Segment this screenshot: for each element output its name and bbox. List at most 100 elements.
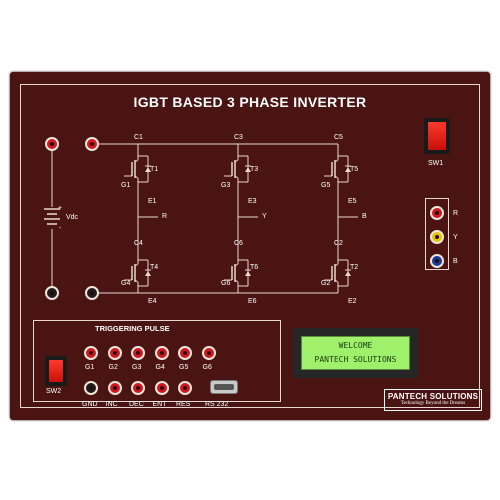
gate-pulse-label: G2 — [108, 364, 118, 371]
phase-label: Y — [262, 213, 267, 220]
gate-pulse-label: G1 — [85, 364, 95, 371]
gate-pulse-label: G4 — [155, 364, 165, 371]
ent-key[interactable] — [154, 381, 169, 395]
control-label: INC — [105, 401, 118, 408]
gate-pulse-label: G6 — [202, 364, 212, 371]
bus-positive-socket[interactable] — [85, 137, 99, 151]
igbt-collector — [234, 263, 239, 267]
gnd-socket[interactable] — [84, 381, 98, 395]
upper-transistor-label: T5 — [350, 166, 359, 173]
phase-label: R — [162, 213, 168, 220]
res-key[interactable] — [178, 381, 192, 395]
dec-key[interactable] — [131, 381, 145, 395]
brand-tagline: Technology Beyond the Dreams — [400, 401, 466, 406]
lcd-display: WELCOME PANTECH SOLUTIONS — [301, 336, 410, 370]
lower-gate-label: G4 — [121, 280, 131, 287]
gate-pulse-socket[interactable] — [154, 346, 169, 360]
output-y-label: Y — [453, 234, 458, 241]
gate-pulse-socket[interactable] — [84, 346, 98, 360]
supply-minus-label: - — [59, 225, 62, 232]
gate-pulse-socket[interactable] — [107, 346, 122, 360]
upper-gate-label: G3 — [221, 182, 231, 189]
gate-pulse-socket[interactable] — [178, 346, 192, 360]
upper-transistor-label: T1 — [150, 166, 159, 173]
diode-symbol — [145, 167, 151, 172]
igbt-emitter — [134, 279, 139, 283]
board-title: IGBT BASED 3 PHASE INVERTER — [133, 94, 367, 110]
gate-pulse-socket[interactable] — [201, 346, 216, 360]
upper-collector-label: C5 — [334, 134, 343, 141]
sw1-rocker — [428, 122, 446, 150]
lower-gate-label: G6 — [221, 280, 231, 287]
sw2-rocker — [49, 360, 63, 382]
igbt-emitter — [334, 175, 339, 179]
rs232-pins — [214, 384, 234, 390]
lower-transistor-label: T6 — [250, 264, 259, 271]
igbt-collector — [134, 263, 139, 267]
mid-emitter-label: E3 — [248, 198, 257, 205]
dc-positive-socket[interactable] — [45, 137, 59, 151]
triggering-panel — [33, 320, 281, 402]
control-label: ENT — [152, 401, 167, 408]
upper-collector-label: C1 — [134, 134, 143, 141]
igbt-emitter — [334, 279, 339, 283]
upper-gate-label: G1 — [121, 182, 131, 189]
upper-collector-label: C3 — [234, 134, 243, 141]
control-label: DEC — [129, 401, 144, 408]
brand-name: PANTECH SOLUTIONS — [387, 392, 479, 401]
lower-emitter-label: E4 — [148, 298, 157, 305]
igbt-collector — [234, 159, 239, 163]
mid-emitter-label: E1 — [148, 198, 157, 205]
sw2-switch[interactable] — [45, 356, 67, 386]
lower-transistor-label: T4 — [150, 264, 159, 271]
output-r-socket[interactable] — [430, 206, 444, 220]
igbt-emitter — [234, 279, 239, 283]
mid-emitter-label: E5 — [348, 198, 357, 205]
inc-key[interactable] — [107, 381, 122, 395]
igbt-collector — [134, 159, 139, 163]
lcd-line-2: PANTECH SOLUTIONS — [314, 355, 397, 364]
rs232-connector[interactable] — [210, 380, 238, 394]
lower-collector-label: C2 — [334, 240, 343, 247]
brand-logo: PANTECH SOLUTIONS Technology Beyond the … — [384, 389, 482, 411]
gate-pulse-label: G5 — [179, 364, 189, 371]
gate-pulse-socket[interactable] — [131, 346, 145, 360]
sw1-label: SW1 — [428, 160, 444, 167]
igbt-collector — [334, 263, 339, 267]
sw2-label: SW2 — [46, 388, 62, 395]
phase-label: B — [362, 213, 367, 220]
igbt-collector — [334, 159, 339, 163]
output-y-socket[interactable] — [430, 230, 444, 244]
igbt-emitter — [134, 175, 139, 179]
bus-negative-socket[interactable] — [85, 286, 99, 300]
output-panel — [425, 198, 449, 270]
lcd-line-1: WELCOME — [338, 341, 373, 350]
upper-gate-label: G5 — [321, 182, 331, 189]
output-b-label: B — [453, 258, 458, 265]
gate-pulse-label: G3 — [132, 364, 142, 371]
diode-symbol — [145, 271, 151, 276]
control-label: RES — [176, 401, 191, 408]
upper-transistor-label: T3 — [250, 166, 259, 173]
lower-emitter-label: E6 — [248, 298, 257, 305]
output-b-socket[interactable] — [430, 254, 444, 268]
control-label: GND — [82, 401, 98, 408]
dc-negative-socket[interactable] — [45, 286, 59, 300]
lower-transistor-label: T2 — [350, 264, 359, 271]
diode-symbol — [245, 271, 251, 276]
diode-symbol — [345, 271, 351, 276]
supply-plus-label: + — [58, 205, 63, 212]
output-r-label: R — [453, 210, 459, 217]
triggering-title: TRIGGERING PULSE — [95, 324, 170, 333]
lower-collector-label: C4 — [134, 240, 143, 247]
diode-symbol — [345, 167, 351, 172]
lower-emitter-label: E2 — [348, 298, 357, 305]
igbt-emitter — [234, 175, 239, 179]
supply-vdc-label: Vdc — [66, 214, 79, 221]
lower-collector-label: C6 — [234, 240, 243, 247]
rs232-label: RS 232 — [205, 401, 229, 408]
lower-gate-label: G2 — [321, 280, 331, 287]
sw1-switch[interactable] — [424, 118, 450, 154]
diode-symbol — [245, 167, 251, 172]
